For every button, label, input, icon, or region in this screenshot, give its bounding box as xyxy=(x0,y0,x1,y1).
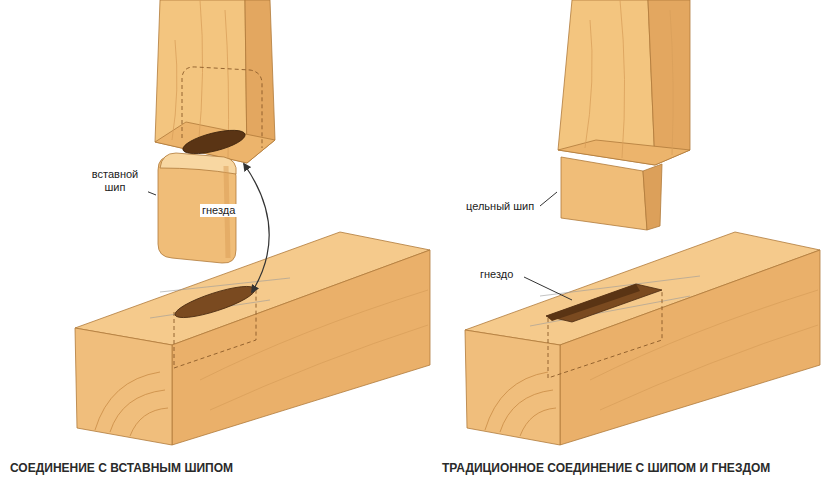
part-label: гнездо xyxy=(478,268,515,281)
caption: ТРАДИЦИОННОЕ СОЕДИНЕНИЕ С ШИПОМ И ГНЕЗДО… xyxy=(440,462,772,476)
rail-side-face xyxy=(648,0,690,165)
mortise-wall xyxy=(546,284,640,321)
mortise-slot xyxy=(181,126,247,159)
caption: СОЕДИНЕНИЕ С ВСТАВНЫМ ШИПОМ xyxy=(8,462,235,476)
beam-side-face xyxy=(560,250,820,445)
wood-grain xyxy=(590,290,818,410)
beam-end-face xyxy=(75,328,172,445)
upper-rail-right xyxy=(558,0,690,230)
part-label: вставной шип xyxy=(82,168,148,193)
part-label: цельный шип xyxy=(464,200,536,213)
leaders-left xyxy=(146,164,269,292)
growth-rings xyxy=(485,372,556,436)
wood-grain xyxy=(200,290,428,410)
wood-grain xyxy=(585,0,673,158)
leader-line xyxy=(524,277,572,300)
mortise-slot xyxy=(546,284,662,322)
beam-end-face xyxy=(465,330,560,445)
growth-rings xyxy=(95,372,168,436)
part-label: гнезда xyxy=(200,204,237,217)
upper-rail-left xyxy=(155,0,275,163)
leader-line xyxy=(540,192,557,206)
lower-beam-right xyxy=(465,232,820,445)
rail-front-face xyxy=(558,0,655,165)
curved-double-arrow xyxy=(244,164,269,292)
tenon-side xyxy=(643,164,662,230)
lower-beam-left xyxy=(75,232,430,445)
tenon-front xyxy=(561,157,647,230)
beam-side-face xyxy=(172,250,430,445)
mortise-slot xyxy=(172,280,257,323)
layout-lines xyxy=(530,276,700,326)
